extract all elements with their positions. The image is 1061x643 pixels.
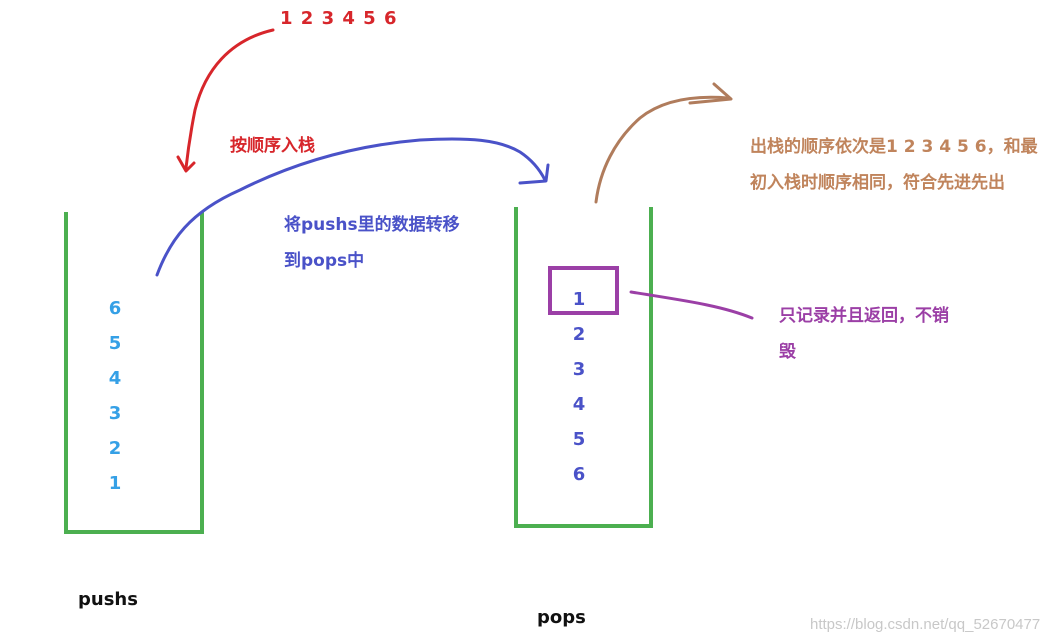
peek-note-line-2: 毁 [779,342,796,362]
pushs-stack-container [64,212,204,534]
pops-item: 3 [572,359,586,380]
pop-arrow [594,95,730,204]
pushs-item: 2 [108,438,122,459]
input-sequence: 1 2 3 4 5 6 [280,8,398,29]
push-arrow [184,28,275,170]
pushs-item: 1 [108,473,122,494]
pops-item: 2 [572,324,586,345]
pushs-stack-label: pushs [78,589,138,610]
pushs-item: 4 [108,368,122,389]
transfer-note-line-1: 将pushs里的数据转移 [284,215,460,235]
pops-item: 5 [572,429,586,450]
push-arrow-head [176,155,196,173]
pop-arrow-head [688,82,733,105]
pop-order-note-line-2: 初入栈时顺序相同，符合先进先出 [750,173,1005,193]
transfer-note-line-2: 到pops中 [284,251,365,271]
highlight-connector [629,290,754,320]
peek-note-line-1: 只记录并且返回，不销 [779,306,949,326]
pops-item: 4 [572,394,586,415]
transfer-arrow [155,137,547,277]
push-order-label: 按顺序入栈 [230,136,315,156]
top-item-highlight [548,266,619,315]
pops-item: 6 [572,464,586,485]
pushs-item: 3 [108,403,122,424]
pops-stack-label: pops [537,607,586,628]
pop-order-note-line-1: 出栈的顺序依次是1 2 3 4 5 6，和最 [750,137,1038,157]
pushs-item: 6 [108,298,122,319]
watermark: https://blog.csdn.net/qq_52670477 [810,616,1041,633]
pops-item: 1 [572,289,586,310]
pushs-item: 5 [108,333,122,354]
pops-stack-container [514,207,653,528]
transfer-arrow-head [518,163,550,185]
